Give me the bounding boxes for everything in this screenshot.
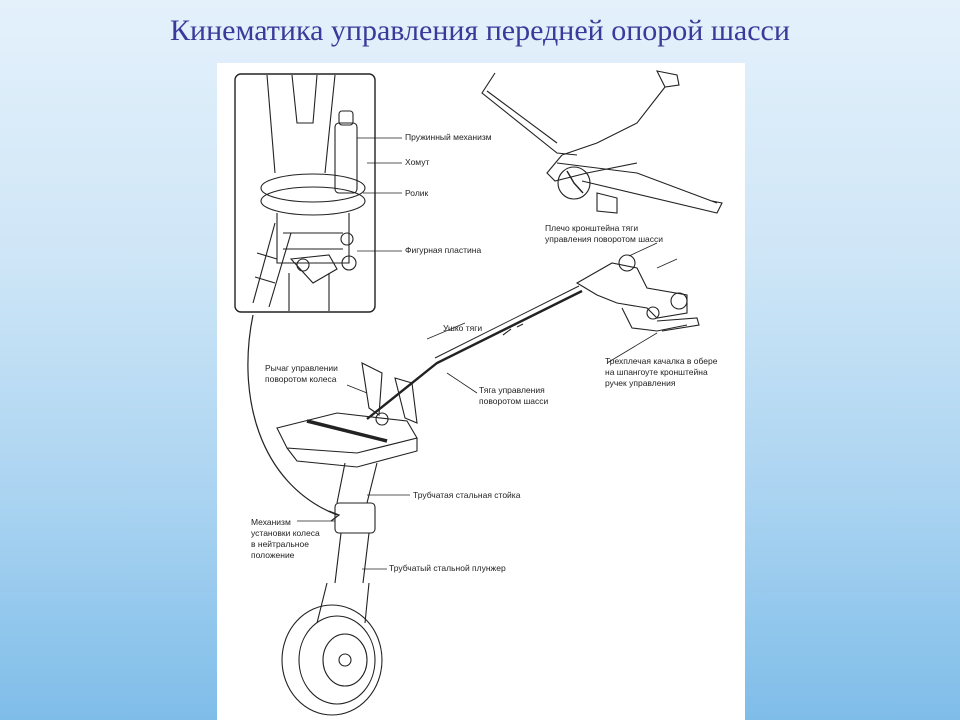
label-rod-shoulder-1: Плечо кронштейна тяги (545, 223, 639, 233)
label-rocker-3: ручек управления (605, 378, 676, 388)
label-steering-rod-1: Тяга управления (479, 385, 545, 395)
label-centering-4: положение (251, 550, 295, 560)
label-wheel-lever-1: Рычаг управлении (265, 363, 338, 373)
diagram-sheet: Пружинный механизм Хомут Ролик Фигурная … (217, 63, 745, 720)
label-rocker-1: Трехплечая качалка в обере (605, 356, 718, 366)
label-rod-shoulder-2: управления поворотом шасси (545, 234, 663, 244)
rocker-assembly (575, 242, 700, 332)
label-rocker-2: на шпангоуте кронштейна (605, 367, 708, 377)
label-shaped-plate: Фигурная пластина (405, 245, 482, 255)
landing-gear-drawing (234, 70, 723, 716)
label-wheel-lever-2: поворотом колеса (265, 374, 337, 384)
aircraft-sketch (481, 70, 723, 214)
nose-gear (247, 314, 658, 716)
steering-rod (366, 285, 583, 420)
label-clamp: Хомут (405, 157, 430, 167)
label-centering-2: установки колеса (251, 528, 320, 538)
label-tubular-plunger: Трубчатый стальной плунжер (389, 563, 506, 573)
label-rod-ear: Ушко тяги (443, 323, 483, 333)
label-steering-rod-2: поворотом шасси (479, 396, 549, 406)
label-centering-3: в нейтральное (251, 539, 309, 549)
label-spring-mechanism: Пружинный механизм (405, 132, 492, 142)
label-centering-1: Механизм (251, 517, 291, 527)
inset-detail (234, 73, 402, 313)
slide-title: Кинематика управления передней опорой ша… (170, 14, 790, 47)
label-rollers: Ролик (405, 188, 429, 198)
label-tubular-strut: Трубчатая стальная стойка (413, 490, 521, 500)
